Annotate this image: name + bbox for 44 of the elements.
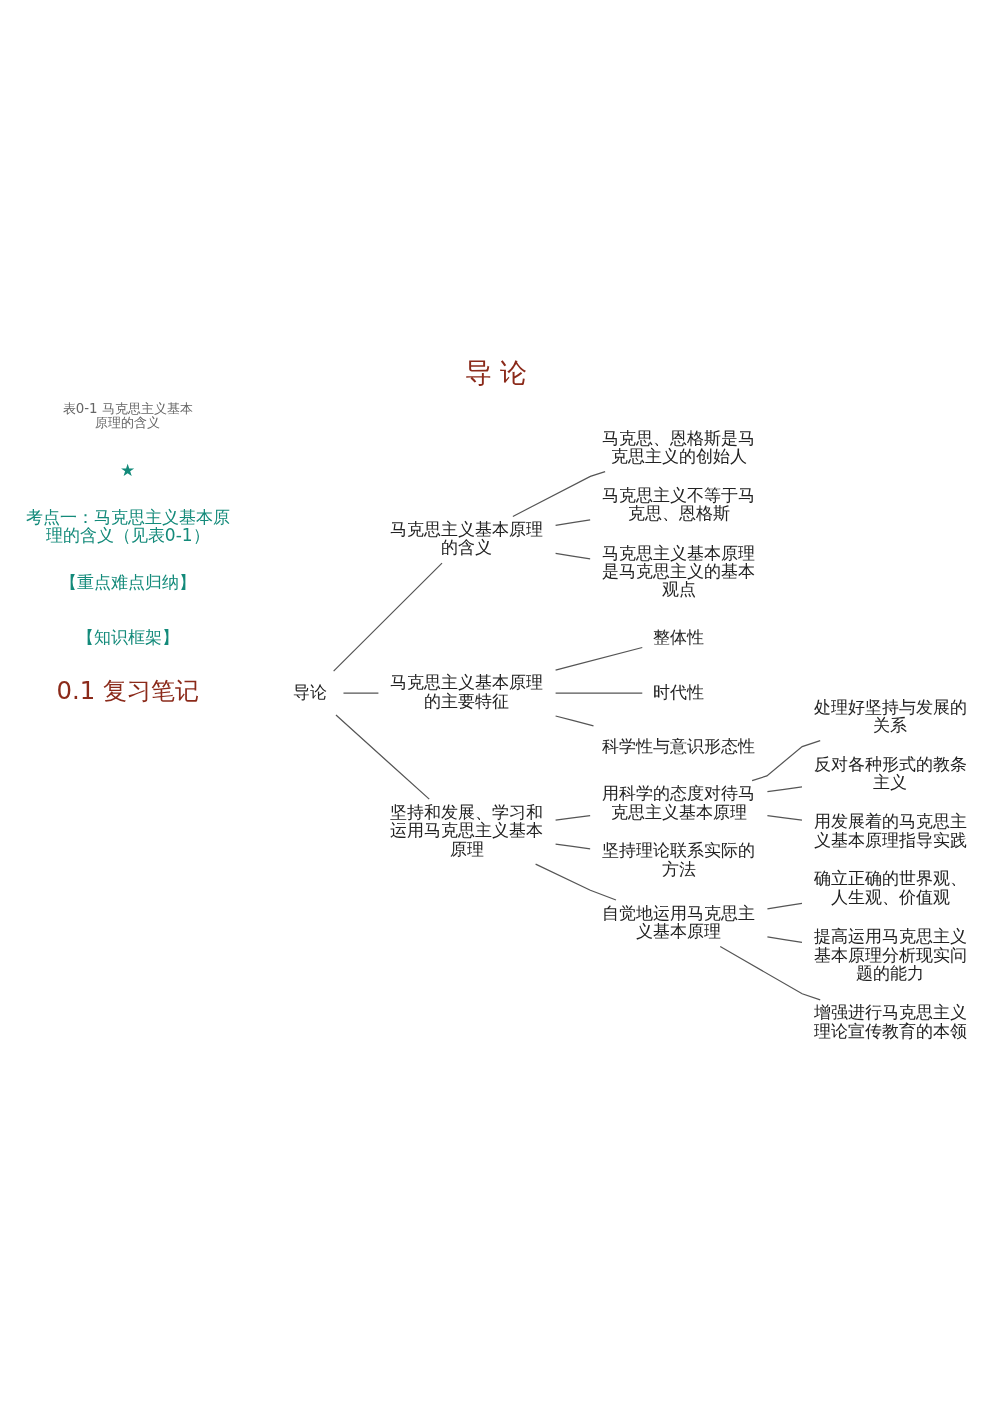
connector <box>719 945 821 1001</box>
connector <box>342 692 380 694</box>
node-text: 坚持理论联系实际的方法 <box>602 840 756 879</box>
node-text: 确立正确的世界观、人生观、价值观 <box>813 868 967 907</box>
connector <box>555 814 591 821</box>
node-text: 提高运用马克思主义基本原理分析现实问题的能力 <box>813 926 967 983</box>
connector <box>751 740 821 782</box>
label: 考点一：马克思主义基本原理的含义（见表0-1） <box>25 506 230 546</box>
label: 0.1 复习笔记 <box>56 676 199 706</box>
connector <box>766 814 803 821</box>
label: 表0-1 马克思主义基本原理的含义 <box>62 400 193 431</box>
node-text: 用发展着的马克思主义基本原理指导实践 <box>813 811 967 850</box>
connector <box>555 843 591 850</box>
connector <box>555 692 643 694</box>
node-text: 科学性与意识形态性 <box>602 736 756 757</box>
node-text: 马克思、恩格斯是马克思主义的创始人 <box>602 427 756 467</box>
node-text: 马克思主义不等于马克思、恩格斯 <box>602 484 756 524</box>
node-text: 增强进行马克思主义理论宣传教育的本领 <box>813 1002 967 1041</box>
node-text: 时代性 <box>653 681 705 702</box>
node-text: 自觉地运用马克思主义基本原理 <box>602 902 756 941</box>
node-text: 坚持和发展、学习和运用马克思主义基本原理 <box>390 802 544 859</box>
connector <box>555 715 595 727</box>
connector <box>535 863 617 901</box>
connector <box>555 552 591 560</box>
connector <box>766 936 803 943</box>
node-text: 马克思主义基本原理是马克思主义的基本观点 <box>602 542 756 600</box>
connector <box>555 646 643 671</box>
connector <box>555 519 591 527</box>
node-text: 马克思主义基本原理的含义 <box>390 519 544 558</box>
connector <box>333 562 443 672</box>
node-text: 马克思主义基本原理的主要特征 <box>390 672 544 711</box>
label: 【重点难点归纳】 <box>59 572 196 593</box>
node-text: 处理好坚持与发展的关系 <box>813 696 967 736</box>
node-text: 反对各种形式的教条主义 <box>813 754 967 793</box>
connector <box>512 471 606 518</box>
node-text: 整体性 <box>653 626 705 647</box>
node-text: 导论 <box>293 681 328 702</box>
connector <box>766 786 803 793</box>
label: ★ <box>120 460 136 481</box>
connector <box>335 714 430 800</box>
connector <box>766 902 803 910</box>
label: 【知识框架】 <box>76 626 179 647</box>
diagram-title: 导 论 <box>464 357 528 389</box>
node-text: 用科学的态度对待马克思主义基本原理 <box>602 783 756 822</box>
